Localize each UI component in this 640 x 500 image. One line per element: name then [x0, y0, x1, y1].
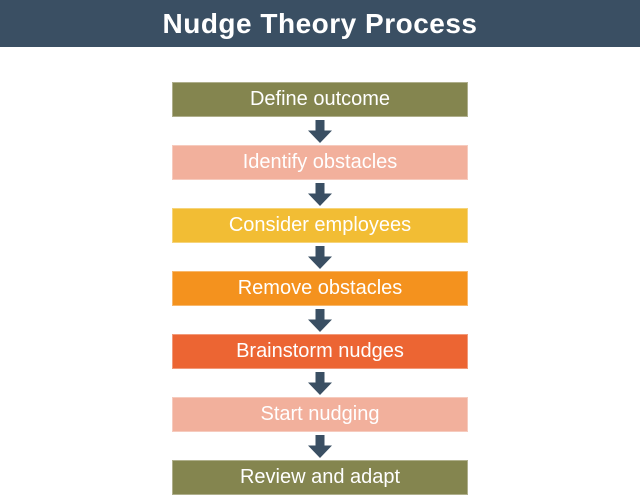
down-arrow-icon [308, 182, 332, 206]
arrow-connector [308, 117, 332, 145]
process-step-label: Define outcome [249, 88, 391, 110]
process-step: Consider employees [172, 208, 468, 243]
process-step: Define outcome [172, 82, 468, 117]
process-step-label: Start nudging [260, 403, 380, 425]
process-step-label: Brainstorm nudges [236, 340, 404, 362]
process-step-label: Review and adapt [239, 466, 401, 488]
process-step-label: Remove obstacles [237, 277, 403, 299]
arrow-connector [308, 432, 332, 460]
down-arrow-icon [308, 119, 332, 143]
process-step: Start nudging [172, 397, 468, 432]
process-step-label: Consider employees [228, 214, 412, 236]
page-title: Nudge Theory Process [162, 7, 478, 39]
process-step: Remove obstacles [172, 271, 468, 306]
arrow-connector [308, 369, 332, 397]
down-arrow-icon [308, 434, 332, 458]
process-step: Review and adapt [172, 460, 468, 495]
arrow-connector [308, 306, 332, 334]
arrow-connector [308, 243, 332, 271]
process-step: Identify obstacles [172, 145, 468, 180]
down-arrow-icon [308, 308, 332, 332]
title-bar: Nudge Theory Process [0, 0, 640, 47]
down-arrow-icon [308, 245, 332, 269]
process-step: Brainstorm nudges [172, 334, 468, 369]
down-arrow-icon [308, 371, 332, 395]
arrow-connector [308, 180, 332, 208]
process-step-label: Identify obstacles [242, 151, 398, 173]
